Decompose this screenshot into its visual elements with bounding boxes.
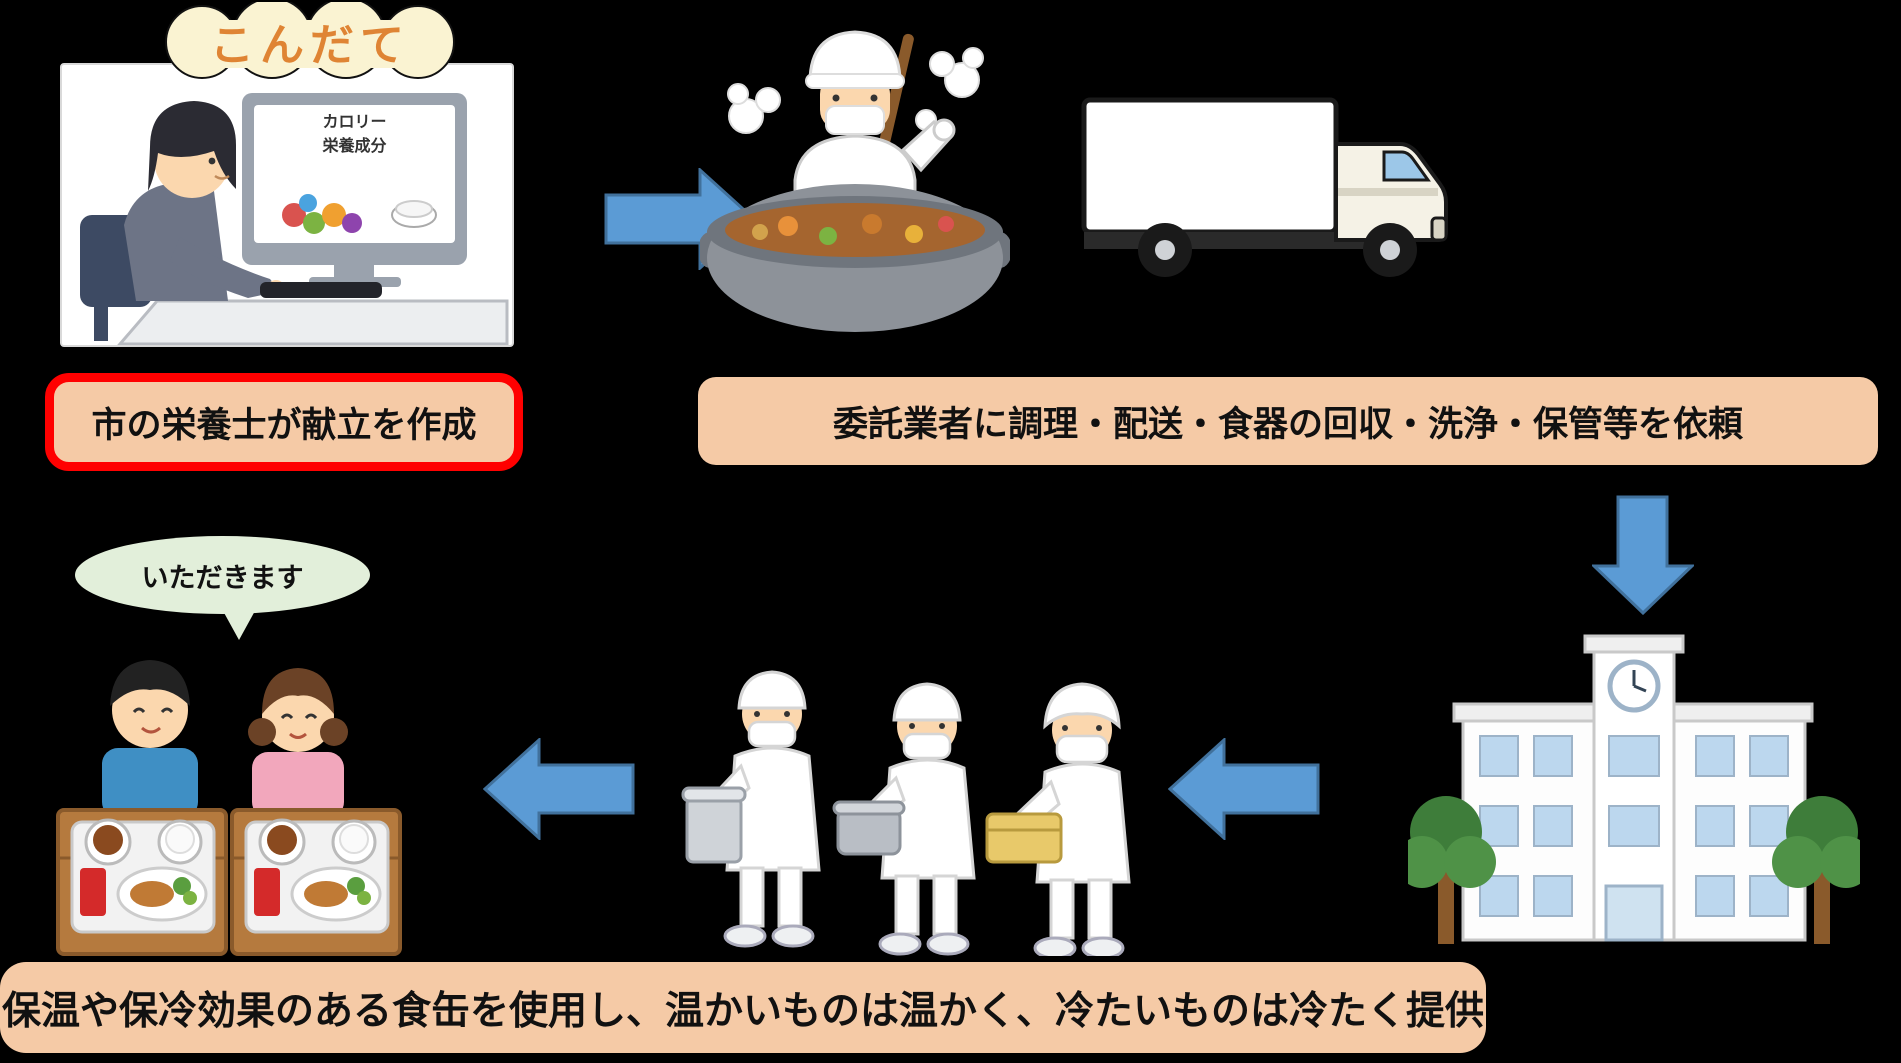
- arrow-down-icon: [1592, 495, 1694, 615]
- label-serving: 保温や保冷効果のある食缶を使用し、温かいものは温かく、冷たいものは冷たく提供: [0, 962, 1486, 1053]
- speech-bubble-tail: [217, 600, 261, 640]
- menu-title-cloud: こんだて: [150, 2, 470, 80]
- delivery-truck-illustration: [1081, 97, 1448, 277]
- arrow-left-icon: [483, 738, 635, 840]
- monitor-screen-text: カロリー 栄養成分: [322, 114, 387, 155]
- nutritionist-at-computer-illustration: [80, 93, 509, 345]
- cook-stirring-pot-illustration: [700, 30, 1010, 332]
- speech-bubble-text: いただきます: [75, 536, 370, 614]
- speech-bubble: いただきます: [75, 536, 370, 654]
- children-eating-lunch-illustration: [56, 660, 402, 956]
- lunch-staff-carrying-food-illustration: [681, 670, 1131, 956]
- label-menu-creation: 市の栄養士が献立を作成: [45, 373, 523, 471]
- nutritionist-panel: カロリー 栄養成分: [60, 63, 514, 347]
- cloud-shape: [165, 2, 455, 79]
- arrow-left-icon: [1168, 738, 1320, 840]
- menu-title-text: こんだて: [210, 21, 410, 70]
- label-contractor: 委託業者に調理・配送・食器の回収・洗浄・保管等を依頼: [698, 377, 1878, 465]
- school-building-illustration: [1408, 634, 1860, 944]
